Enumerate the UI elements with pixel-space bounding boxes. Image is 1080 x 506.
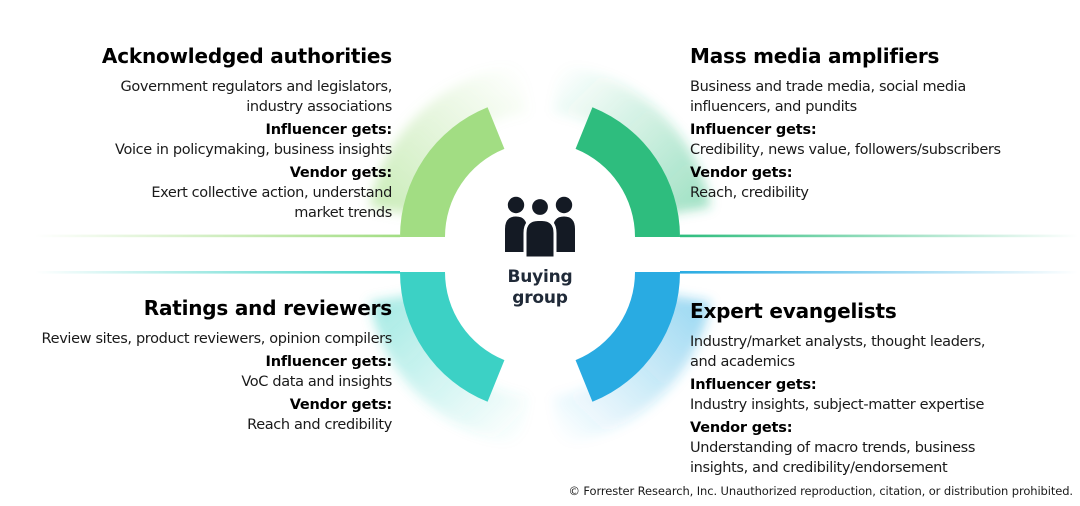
quadrant-expert-evangelists: Expert evangelists Industry/market analy… bbox=[690, 299, 1075, 478]
quadrant-title: Ratings and reviewers bbox=[143, 296, 392, 320]
arc-bottom-left bbox=[400, 272, 505, 402]
vendor-gets-line: Reach, credibility bbox=[690, 185, 809, 201]
vendor-gets-label: Vendor gets: bbox=[690, 420, 793, 436]
quadrant-description-line: Industry/market analysts, thought leader… bbox=[690, 334, 986, 350]
influencer-gets-line: Industry insights, subject-matter expert… bbox=[690, 397, 985, 413]
arc-top-left bbox=[400, 107, 505, 237]
vendor-gets-label: Vendor gets: bbox=[690, 165, 793, 181]
line-bottom-left bbox=[35, 271, 400, 274]
influencer-gets-line: Voice in policymaking, business insights bbox=[115, 142, 392, 158]
quadrant-title: Acknowledged authorities bbox=[101, 44, 392, 68]
quadrant-description-line: industry associations bbox=[246, 99, 392, 115]
quadrant-description-line: Review sites, product reviewers, opinion… bbox=[41, 331, 393, 347]
vendor-gets-label: Vendor gets: bbox=[289, 165, 393, 181]
vendor-gets-label: Vendor gets: bbox=[289, 397, 393, 413]
influencer-gets-line: Credibility, news value, followers/subsc… bbox=[690, 142, 1001, 158]
influencer-gets-label: Influencer gets: bbox=[265, 122, 393, 138]
vendor-gets-line: Exert collective action, understand bbox=[151, 185, 392, 201]
vendor-gets-line: Understanding of macro trends, business bbox=[690, 440, 976, 456]
quadrant-description-line: Business and trade media, social media bbox=[690, 79, 966, 95]
quadrant-acknowledged-authorities: Acknowledged authorities Government regu… bbox=[0, 44, 392, 223]
quadrant-mass-media-amplifiers: Mass media amplifiers Business and trade… bbox=[690, 44, 1075, 203]
quadrant-title: Mass media amplifiers bbox=[690, 44, 940, 68]
vendor-gets-line: market trends bbox=[294, 205, 392, 221]
influencer-gets-label: Influencer gets: bbox=[690, 377, 817, 393]
quadrant-description-line: and academics bbox=[690, 354, 795, 370]
influencer-gets-label: Influencer gets: bbox=[265, 354, 393, 370]
quadrant-ratings-and-reviewers: Ratings and reviewers Review sites, prod… bbox=[0, 296, 393, 435]
arc-top-right bbox=[575, 107, 680, 237]
line-top-right bbox=[680, 234, 1078, 238]
buying-group-label: Buying group bbox=[507, 267, 573, 308]
influencer-gets-line: VoC data and insights bbox=[241, 374, 392, 390]
vendor-gets-line: insights, and credibility/endorsement bbox=[690, 460, 948, 476]
line-bottom-right bbox=[680, 271, 1078, 274]
quadrant-title: Expert evangelists bbox=[690, 299, 897, 323]
influencer-gets-label: Influencer gets: bbox=[690, 122, 817, 138]
arc-bottom-right bbox=[575, 272, 680, 402]
people-group-icon bbox=[505, 196, 575, 260]
quadrant-description-line: Government regulators and legislators, bbox=[120, 79, 392, 95]
vendor-gets-line: Reach and credibility bbox=[247, 417, 392, 433]
quadrant-description-line: influencers, and pundits bbox=[690, 99, 857, 115]
copyright-notice: © Forrester Research, Inc. Unauthorized … bbox=[568, 484, 1073, 498]
line-top-left bbox=[35, 234, 400, 238]
